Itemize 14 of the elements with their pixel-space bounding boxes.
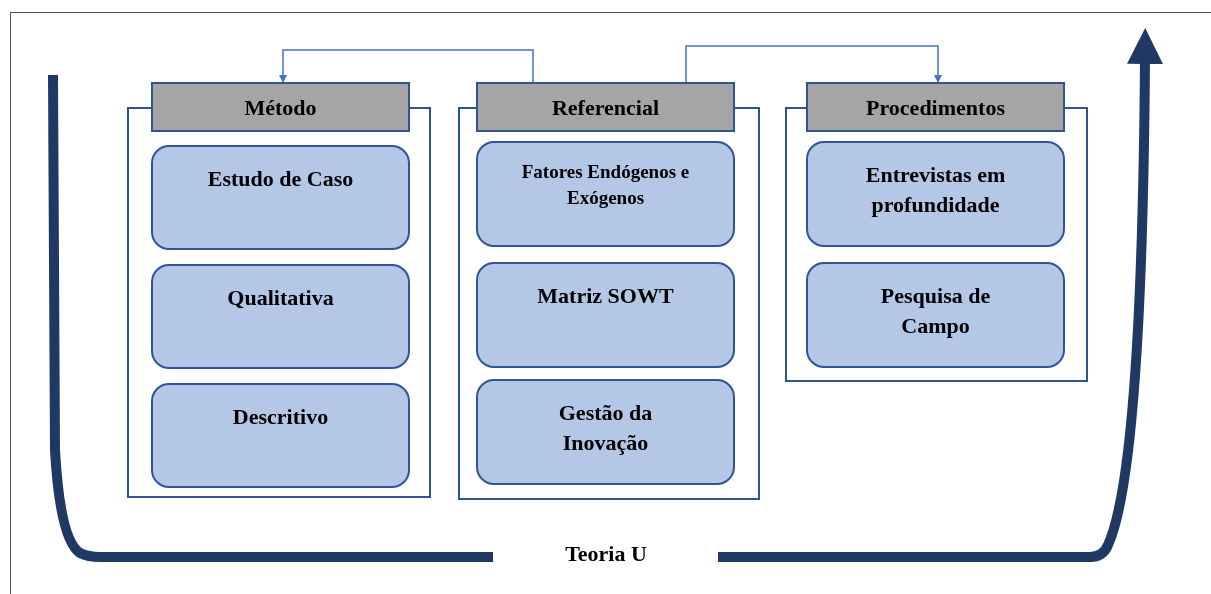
rounded-box: Entrevistas em profundidade — [806, 141, 1065, 247]
group-header: Procedimentos — [806, 82, 1065, 132]
group-header: Referencial — [476, 82, 735, 132]
rounded-box: Pesquisa de Campo — [806, 262, 1065, 368]
group-header: Método — [151, 82, 410, 132]
rounded-box: Matriz SOWT — [476, 262, 735, 368]
connector-arrow — [279, 49, 534, 83]
rounded-box: Qualitativa — [151, 264, 410, 369]
rounded-box: Fatores Endógenos e Exógenos — [476, 141, 735, 247]
rounded-box: Gestão da Inovação — [476, 379, 735, 485]
diagram-label: Teoria U — [564, 540, 648, 568]
rounded-box: Descritivo — [151, 383, 410, 488]
connector-arrow — [685, 45, 942, 83]
rounded-box: Estudo de Caso — [151, 145, 410, 250]
